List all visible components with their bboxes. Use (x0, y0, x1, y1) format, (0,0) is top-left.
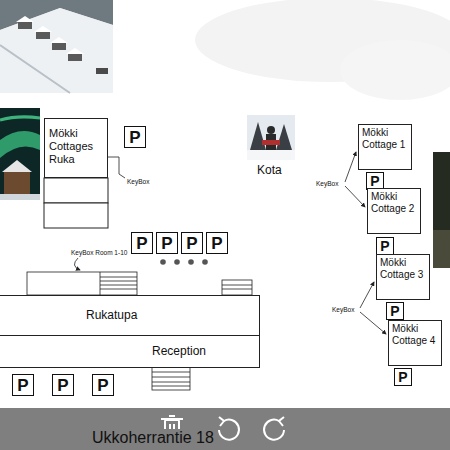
cottage-row (44, 203, 108, 228)
node-text: P (211, 235, 222, 252)
node-text: P (161, 235, 172, 252)
main-building: Rukatupa (0, 295, 260, 336)
parking-sign: P (156, 232, 178, 254)
keybox-label: KeyBox Room 1-10 (71, 249, 127, 256)
cottage-block: Mökki Cottages Ruka (44, 118, 108, 178)
keybox-label: KeyBox (332, 306, 354, 313)
cottage-box: Mökki Cottage 1 (358, 124, 412, 170)
keybox-leader (108, 157, 125, 178)
node-text: Reception (152, 336, 259, 367)
node-text: P (398, 370, 407, 384)
node-text: P (57, 377, 68, 394)
reception-building: Reception (0, 335, 260, 368)
node-text: P (17, 377, 28, 394)
node-text: P (129, 129, 140, 146)
viewer-toolbar (0, 408, 450, 450)
bollards (160, 259, 208, 265)
parking-sign: P (386, 302, 404, 320)
node-text: P (136, 235, 147, 252)
node-text: Mökki Cottages Ruka (49, 127, 104, 166)
node-text: Rukatupa (86, 296, 259, 335)
keybox-label: KeyBox (316, 180, 338, 187)
parking-sign: P (92, 374, 114, 396)
node-text: Mökki Cottage 2 (371, 191, 417, 215)
kota-photo (247, 115, 295, 160)
parking-sign: P (52, 374, 74, 396)
parking-sign: P (376, 237, 394, 255)
node-text: P (370, 174, 379, 188)
parking-sign: P (131, 232, 153, 254)
cottage-box: Mökki Cottage 4 (388, 320, 442, 366)
parking-sign: P (206, 232, 228, 254)
parking-sign: P (12, 374, 34, 396)
cottages-photo (0, 0, 113, 93)
keybox-label: KeyBox (127, 178, 149, 185)
node-text: P (186, 235, 197, 252)
node-text: P (390, 304, 399, 318)
node-text: Mökki Cottage 3 (380, 257, 426, 281)
place-label: Kota (257, 163, 282, 177)
edge-photo (433, 152, 450, 268)
parking-sign: P (124, 126, 146, 148)
address-label: Ukkoherrantie 18 (90, 429, 216, 447)
parking-sign: P (394, 368, 412, 386)
cottage-row (44, 178, 108, 203)
parking-sign: P (181, 232, 203, 254)
cottage-box: Mökki Cottage 3 (376, 254, 430, 300)
aurora-photo (0, 108, 40, 200)
node-text: Mökki Cottage 4 (392, 323, 438, 347)
node-text: Mökki Cottage 1 (362, 127, 408, 151)
node-text: P (380, 239, 389, 253)
node-text: P (97, 377, 108, 394)
cottage-box: Mökki Cottage 2 (367, 188, 421, 234)
